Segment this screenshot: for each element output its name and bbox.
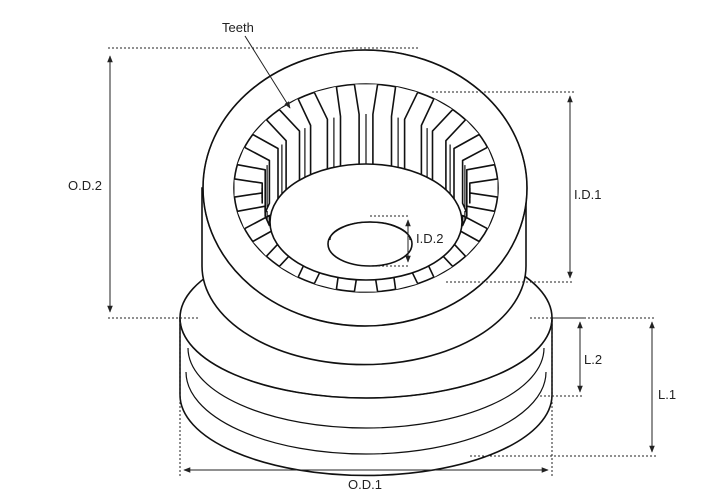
- l1-label: L.1: [658, 387, 676, 402]
- dimension-l2: [530, 317, 584, 397]
- teeth-label: Teeth: [222, 20, 254, 35]
- l2-label: L.2: [584, 352, 602, 367]
- od1-label: O.D.1: [348, 477, 382, 492]
- dimension-od1: [179, 318, 553, 476]
- od2-label: O.D.2: [68, 178, 102, 193]
- center-hole: [327, 221, 413, 267]
- dimension-l1: [470, 317, 656, 457]
- dimension-id2: [370, 215, 411, 267]
- dimension-od2: [107, 47, 420, 319]
- id1-label: I.D.1: [574, 187, 601, 202]
- teeth-leader-line: [244, 35, 291, 109]
- id2-label: I.D.2: [416, 231, 443, 246]
- dimension-id1: [432, 91, 574, 283]
